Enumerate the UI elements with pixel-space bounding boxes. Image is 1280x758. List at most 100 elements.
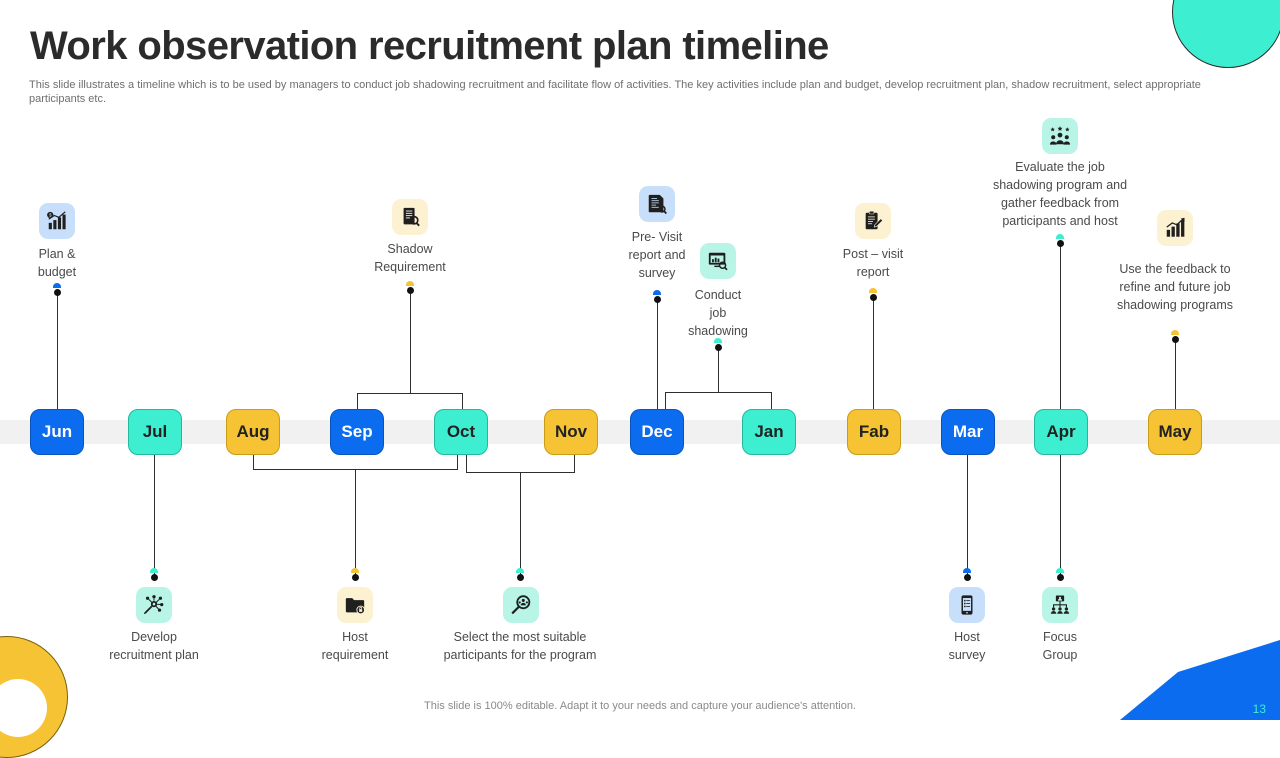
connector-shadow-requirement-rise bbox=[410, 290, 411, 394]
growth-chart-icon bbox=[1164, 217, 1186, 239]
pin-dot-icon bbox=[151, 574, 158, 581]
icon-tile-focus-group[interactable] bbox=[1042, 587, 1078, 623]
connector-fab bbox=[873, 298, 874, 410]
footer-note: This slide is 100% editable. Adapt it to… bbox=[0, 700, 1280, 712]
pin-use-feedback bbox=[1168, 330, 1182, 348]
people-stars-icon bbox=[1049, 125, 1071, 147]
timeline-month-nov[interactable]: Nov bbox=[544, 409, 598, 455]
pin-evaluate bbox=[1053, 234, 1067, 252]
timeline-month-aug[interactable]: Aug bbox=[226, 409, 280, 455]
pin-cap-icon bbox=[1171, 330, 1179, 335]
icon-tile-pre-visit[interactable] bbox=[639, 186, 675, 222]
pin-dot-icon bbox=[54, 289, 61, 296]
connector-host-requirement-drop bbox=[355, 469, 356, 577]
timeline-month-oct[interactable]: Oct bbox=[434, 409, 488, 455]
page-number: 13 bbox=[1253, 702, 1266, 716]
pin-dot-icon bbox=[654, 296, 661, 303]
pin-cap-icon bbox=[653, 290, 661, 295]
connector-jul bbox=[154, 455, 155, 577]
pin-cap-icon bbox=[406, 281, 414, 286]
connector-oct-stub-up bbox=[462, 393, 463, 410]
pin-dot-icon bbox=[715, 344, 722, 351]
mobile-survey-icon bbox=[956, 594, 978, 616]
icon-tile-develop-plan[interactable] bbox=[136, 587, 172, 623]
pin-dot-icon bbox=[1057, 240, 1064, 247]
org-chart-icon bbox=[1049, 594, 1071, 616]
icon-tile-evaluate[interactable] bbox=[1042, 118, 1078, 154]
timeline-month-dec[interactable]: Dec bbox=[630, 409, 684, 455]
svg-text:$: $ bbox=[49, 213, 52, 218]
icon-tile-plan-budget[interactable]: $ bbox=[39, 203, 75, 239]
monitor-search-icon bbox=[707, 250, 729, 272]
timeline-month-jul[interactable]: Jul bbox=[128, 409, 182, 455]
connector-oct-stub-down2 bbox=[466, 455, 467, 473]
pin-cap-icon bbox=[516, 568, 524, 573]
decoration-circle-top-right bbox=[1172, 0, 1280, 68]
report-search-icon bbox=[646, 193, 668, 215]
connector-select-participants-drop bbox=[520, 472, 521, 577]
pin-cap-icon bbox=[963, 568, 971, 573]
timeline-month-apr[interactable]: Apr bbox=[1034, 409, 1088, 455]
timeline-month-jun[interactable]: Jun bbox=[30, 409, 84, 455]
timeline-month-mar[interactable]: Mar bbox=[941, 409, 995, 455]
icon-tile-host-requirement[interactable] bbox=[337, 587, 373, 623]
page-title: Work observation recruitment plan timeli… bbox=[30, 24, 829, 69]
pin-focus-group bbox=[1053, 568, 1067, 586]
page-subtitle: This slide illustrates a timeline which … bbox=[29, 78, 1254, 106]
connector-may bbox=[1175, 340, 1176, 410]
pin-conduct-shadowing bbox=[711, 338, 725, 356]
clipboard-pen-icon bbox=[862, 210, 884, 232]
pin-dot-icon bbox=[1172, 336, 1179, 343]
connector-nov-stub-down bbox=[574, 455, 575, 473]
connector-sep-stub-up bbox=[357, 393, 358, 410]
icon-tile-select-participants[interactable] bbox=[503, 587, 539, 623]
folder-lock-icon bbox=[344, 594, 366, 616]
magnifier-people-icon bbox=[510, 594, 532, 616]
pin-dot-icon bbox=[964, 574, 971, 581]
timeline-month-fab[interactable]: Fab bbox=[847, 409, 901, 455]
pin-dot-icon bbox=[407, 287, 414, 294]
pin-develop-plan bbox=[147, 568, 161, 586]
bar-chart-dollar-icon: $ bbox=[46, 210, 68, 232]
timeline-month-jan[interactable]: Jan bbox=[742, 409, 796, 455]
pin-post-visit bbox=[866, 288, 880, 306]
timeline-month-may[interactable]: May bbox=[1148, 409, 1202, 455]
icon-tile-use-feedback[interactable] bbox=[1157, 210, 1193, 246]
document-search-icon bbox=[399, 206, 421, 228]
pin-cap-icon bbox=[351, 568, 359, 573]
node-label-plan-budget: Plan &budget bbox=[17, 245, 97, 281]
pin-shadow-requirement bbox=[403, 281, 417, 299]
icon-tile-post-visit[interactable] bbox=[855, 203, 891, 239]
pin-dot-icon bbox=[352, 574, 359, 581]
connector-apr-down bbox=[1060, 455, 1061, 575]
pin-cap-icon bbox=[869, 288, 877, 293]
timeline-month-sep[interactable]: Sep bbox=[330, 409, 384, 455]
icon-tile-shadow-requirement[interactable] bbox=[392, 199, 428, 235]
pin-cap-icon bbox=[53, 283, 61, 288]
pin-host-requirement bbox=[348, 568, 362, 586]
decoration-ring-bottom-left bbox=[0, 636, 68, 758]
pin-select-participants bbox=[513, 568, 527, 586]
connector-jan-stub-up bbox=[771, 392, 772, 410]
icon-tile-host-survey[interactable] bbox=[949, 587, 985, 623]
icon-tile-conduct-shadowing[interactable] bbox=[700, 243, 736, 279]
pin-cap-icon bbox=[1056, 568, 1064, 573]
pin-cap-icon bbox=[150, 568, 158, 573]
pin-dot-icon bbox=[517, 574, 524, 581]
network-gear-icon bbox=[143, 594, 165, 616]
pin-pre-visit bbox=[650, 290, 664, 308]
connector-dec bbox=[657, 300, 658, 410]
connector-aug-stub bbox=[253, 455, 254, 470]
pin-dot-icon bbox=[870, 294, 877, 301]
connector-apr-up bbox=[1060, 244, 1061, 410]
